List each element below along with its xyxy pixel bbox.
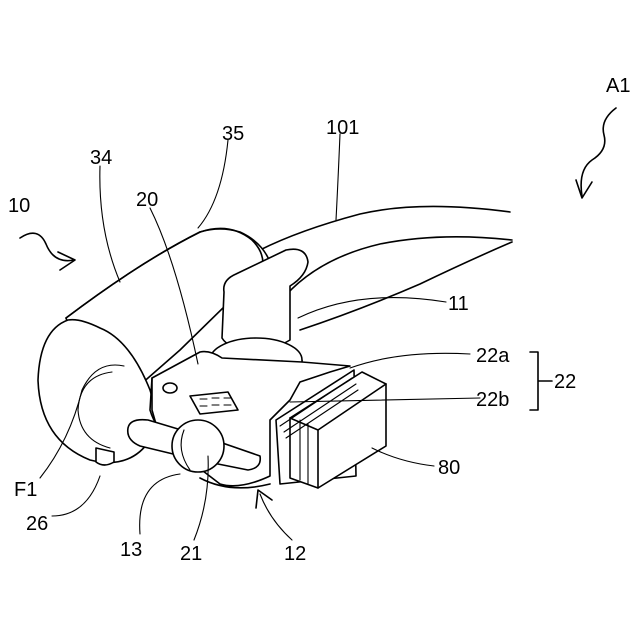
label-21: 21: [180, 543, 202, 565]
arrow-10: [20, 233, 75, 270]
label-a1: A1: [606, 75, 630, 97]
label-22b: 22b: [476, 389, 509, 411]
label-22a: 22a: [476, 345, 510, 367]
label-20: 20: [136, 189, 158, 211]
label-12: 12: [284, 543, 306, 565]
label-f1: F1: [14, 479, 37, 501]
label-26: 26: [26, 513, 48, 535]
label-22: 22: [554, 371, 576, 393]
label-34: 34: [90, 147, 112, 169]
label-101: 101: [326, 117, 359, 139]
arrow-a1: [576, 108, 616, 198]
label-13: 13: [120, 539, 142, 561]
label-11: 11: [448, 293, 469, 315]
bracket-22: [530, 352, 552, 410]
label-80: 80: [438, 457, 460, 479]
label-10: 10: [8, 195, 30, 217]
label-35: 35: [222, 123, 244, 145]
